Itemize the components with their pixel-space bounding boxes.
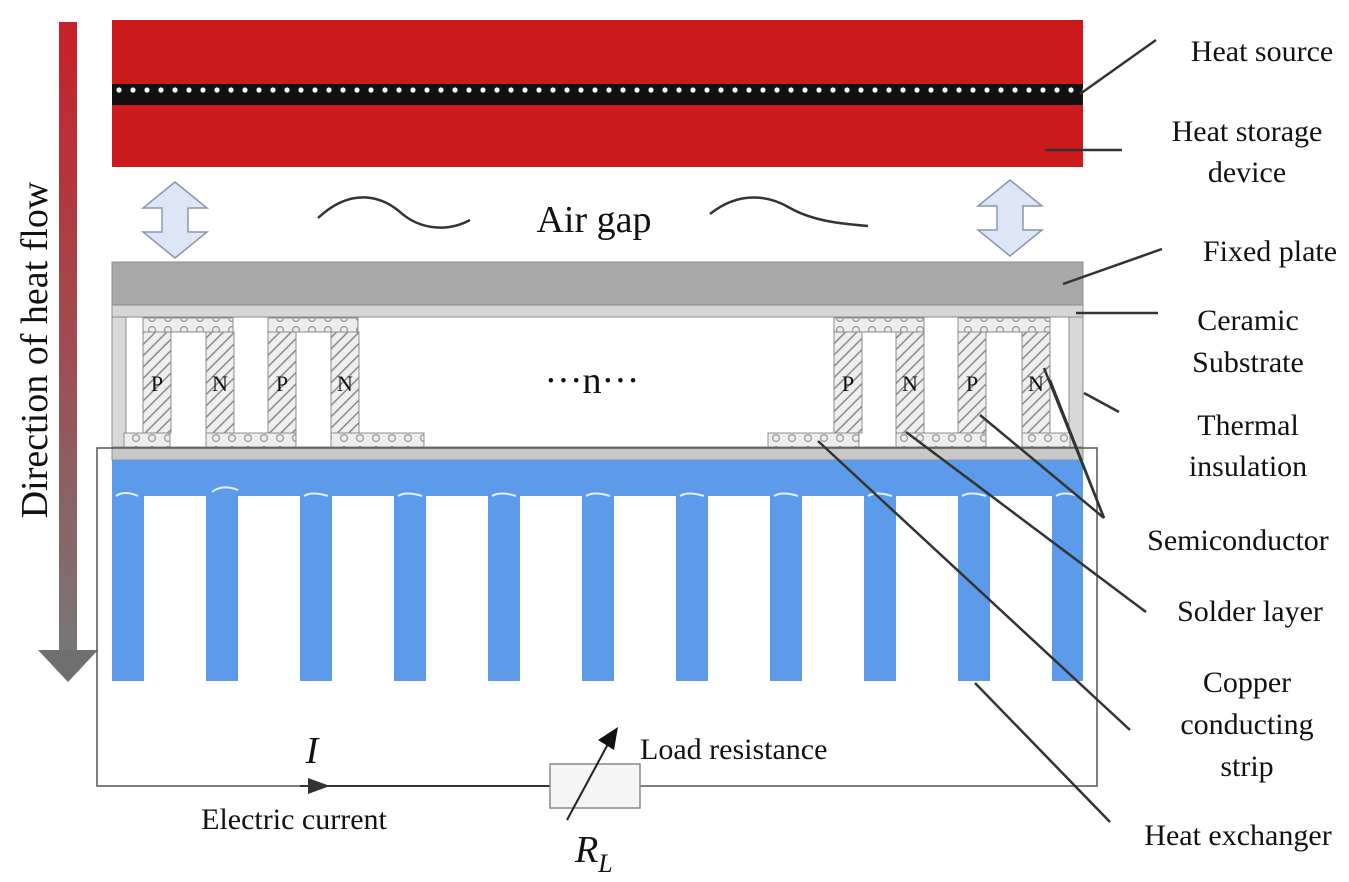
current-symbol: I [305, 730, 321, 772]
label-heat-storage-2: device [1208, 156, 1286, 189]
leg-label: N [1028, 371, 1044, 396]
air-gap-arrow-left [140, 181, 210, 259]
resistor-symbol: RL [574, 829, 613, 878]
load-resistor [549, 763, 641, 809]
heat-flow-arrow [38, 22, 98, 682]
label-ceramic-2: Substrate [1192, 346, 1304, 379]
label-heat-storage-1: Heat storage [1172, 115, 1323, 148]
label-ceramic-1: Ceramic [1197, 304, 1299, 337]
component-labels: Heat source Heat storage device Fixed pl… [1144, 35, 1337, 852]
semiconductor-legs [142, 331, 1051, 434]
air-wave-right [709, 196, 869, 228]
label-thermal-2: insulation [1189, 450, 1307, 483]
label-fixed-plate: Fixed plate [1203, 235, 1337, 268]
label-semiconductor: Semiconductor [1147, 524, 1329, 557]
label-solder: Solder layer [1177, 595, 1323, 628]
leg-label: P [151, 371, 163, 396]
fixed-plate [111, 261, 1084, 306]
leader-lines [817, 38, 1163, 823]
thermal-insulation-left [111, 316, 127, 448]
air-wave-left [317, 196, 471, 229]
label-copper-1: Copper [1203, 666, 1291, 699]
fin-highlights [115, 486, 1079, 497]
air-gap-label: Air gap [536, 199, 651, 241]
load-resistance-label: Load resistance [640, 733, 827, 766]
heat-exchanger [112, 460, 1083, 681]
label-heat-source: Heat source [1191, 35, 1333, 68]
variable-arrow [566, 743, 609, 821]
current-arrow [308, 778, 330, 794]
thermal-insulation-right [1068, 316, 1084, 448]
ellipsis-n: ···n··· [545, 360, 640, 402]
leg-label: N [337, 371, 353, 396]
electric-current-label: Electric current [201, 803, 387, 836]
leg-label: P [276, 371, 288, 396]
copper-strips-bottom [123, 432, 1071, 448]
heat-source-layer [112, 84, 1083, 105]
leg-label: P [842, 371, 854, 396]
ceramic-substrate-top [111, 304, 1084, 318]
variable-arrowhead [598, 727, 618, 750]
label-heat-exchanger: Heat exchanger [1144, 819, 1331, 852]
direction-label: Direction of heat flow [14, 181, 56, 518]
label-copper-3: strip [1220, 750, 1273, 783]
ceramic-substrate-bottom [111, 446, 1084, 461]
leg-label: N [212, 371, 228, 396]
leg-label: N [902, 371, 918, 396]
copper-strips-top [142, 317, 1051, 333]
leg-labels: P N P N P N P N [151, 371, 1044, 396]
leg-label: P [966, 371, 978, 396]
label-copper-2: conducting [1180, 708, 1313, 741]
air-gap-arrow-right [975, 179, 1045, 257]
label-thermal-1: Thermal [1197, 409, 1299, 442]
